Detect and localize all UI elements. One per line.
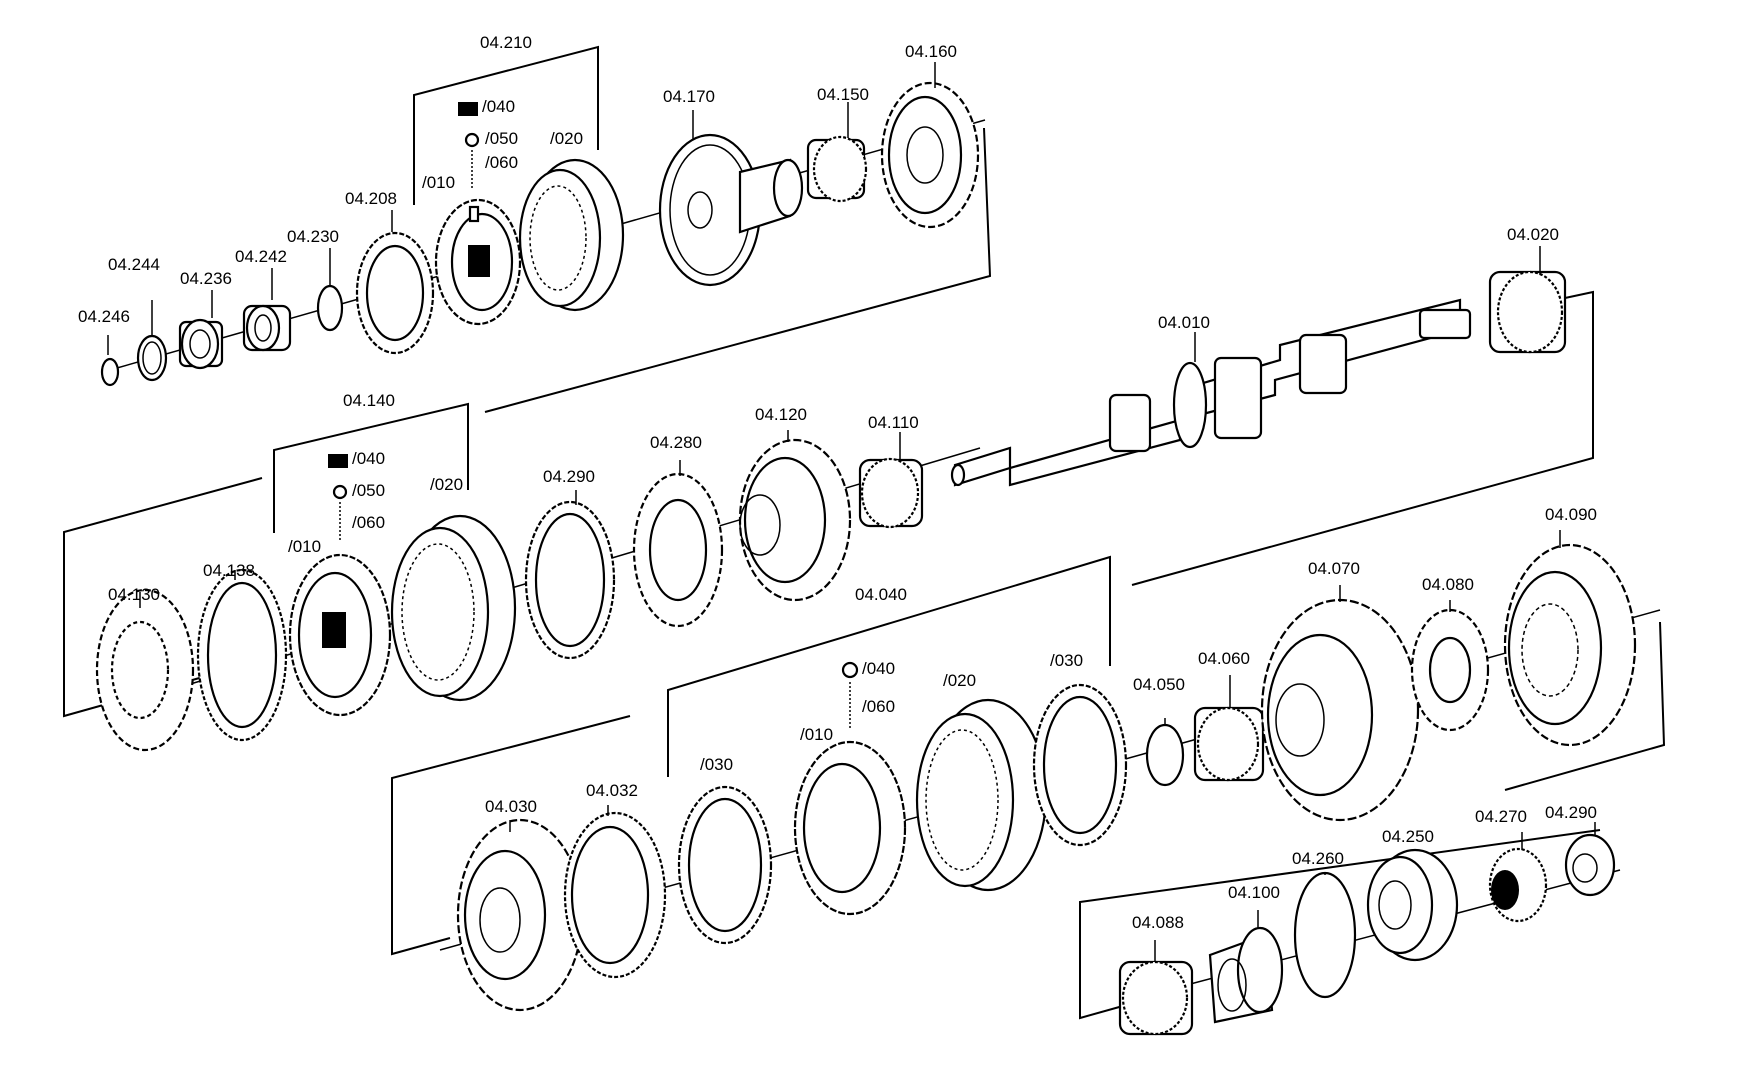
label-04088: 04.088: [1132, 913, 1184, 932]
label-04070: 04.070: [1308, 559, 1360, 578]
part-04050-ring: [1145, 723, 1185, 787]
label-04060: 04.060: [1198, 649, 1250, 668]
label-04170: 04.170: [663, 87, 715, 106]
part-04270-nut: [1488, 847, 1548, 923]
part-04080-gear: [1410, 608, 1490, 732]
label-04110: 04.110: [868, 413, 919, 432]
label-04030: 04.030: [485, 797, 537, 816]
label-04040-060: /060: [862, 697, 895, 716]
label-04010: 04.010: [1158, 313, 1210, 332]
part-04290b-nut: [1564, 833, 1616, 897]
part-04020-bearing: [1488, 270, 1567, 354]
part-04040-030b-ring: [1032, 683, 1128, 847]
label-04270: 04.270: [1475, 807, 1527, 826]
part-04070-gear: [1260, 598, 1420, 822]
middle-row-parts: [95, 438, 924, 752]
part-04290a-ring: [524, 500, 616, 660]
label-04140-040: /040: [352, 449, 385, 468]
lower-row-parts: [456, 543, 1637, 1012]
part-04250-bearing: [1366, 848, 1459, 962]
part-04210-detent: [458, 102, 480, 190]
part-labels: 04.210 04.208 04.230 04.242 04.236 04.24…: [78, 33, 1597, 932]
part-04150-bearing: [806, 135, 868, 203]
label-04290a: 04.290: [543, 467, 595, 486]
part-04170-flange: [658, 133, 804, 287]
part-04138-sync-ring: [196, 568, 288, 742]
label-04140-020: /020: [430, 475, 463, 494]
label-04040-010: /010: [800, 725, 833, 744]
label-04242: 04.242: [235, 247, 287, 266]
part-04280-gear: [632, 472, 724, 628]
part-04110-bearing: [858, 457, 924, 529]
label-04280: 04.280: [650, 433, 702, 452]
label-04040-030b: /030: [1050, 651, 1083, 670]
label-04140-010: /010: [288, 537, 321, 556]
label-04160: 04.160: [905, 42, 957, 61]
label-04120: 04.120: [755, 405, 807, 424]
part-04088-bearing: [1118, 960, 1194, 1036]
part-04140-020-sleeve: [390, 514, 517, 702]
label-04230: 04.230: [287, 227, 339, 246]
part-04030-gear: [456, 818, 584, 1012]
label-04208: 04.208: [345, 189, 397, 208]
part-04140-detent: [328, 454, 348, 540]
bottom-right-parts: [1118, 833, 1616, 1036]
top-row-parts: [100, 81, 980, 387]
label-04210-060: /060: [485, 153, 518, 172]
part-04246-ring: [100, 357, 120, 387]
part-04230-ring: [316, 284, 344, 332]
label-04210-010: /010: [422, 173, 455, 192]
part-04140-010-hub: [288, 553, 392, 717]
label-04140-050: /050: [352, 481, 385, 500]
part-04032-ring: [563, 811, 667, 979]
label-04210: 04.210: [480, 33, 532, 52]
label-04090: 04.090: [1545, 505, 1597, 524]
label-04250: 04.250: [1382, 827, 1434, 846]
part-04208-sync-ring: [355, 231, 435, 355]
label-04140-060: /060: [352, 513, 385, 532]
part-04210-010-hub: [434, 198, 522, 326]
label-04244: 04.244: [108, 255, 160, 274]
label-04032: 04.032: [586, 781, 638, 800]
leader-lines: [107, 62, 1596, 962]
part-04260-ring: [1293, 871, 1357, 999]
label-04040: 04.040: [855, 585, 907, 604]
part-04236-bushing: [178, 318, 224, 370]
label-04100: 04.100: [1228, 883, 1280, 902]
main-shaft-04010: [950, 298, 1472, 487]
part-04100-bushing: [1208, 926, 1284, 1024]
part-04040-detent: [841, 661, 859, 728]
bracket-lines: [63, 45, 1666, 1020]
part-04090-gear: [1503, 543, 1637, 747]
label-04040-040: /040: [862, 659, 895, 678]
label-04210-020: /020: [550, 129, 583, 148]
label-04080: 04.080: [1422, 575, 1474, 594]
part-04120-gear: [738, 438, 852, 602]
part-04242-sleeve: [242, 304, 292, 352]
label-04210-040: /040: [482, 97, 515, 116]
label-04210-050: /050: [485, 129, 518, 148]
label-04260: 04.260: [1292, 849, 1344, 868]
part-04040-030a-ring: [677, 785, 773, 945]
part-04060-bearing: [1193, 706, 1265, 782]
label-04236: 04.236: [180, 269, 232, 288]
label-04150: 04.150: [817, 85, 869, 104]
part-04160-gear: [880, 81, 980, 229]
label-04050: 04.050: [1133, 675, 1185, 694]
label-04130: 04.130: [108, 585, 160, 604]
label-04040-020: /020: [943, 671, 976, 690]
label-04040-030a: /030: [700, 755, 733, 774]
part-04040-010-hub: [793, 740, 907, 916]
part-04130-gear: [95, 588, 195, 752]
part-04040-020-sleeve: [915, 698, 1048, 892]
label-04246: 04.246: [78, 307, 130, 326]
label-04020: 04.020: [1507, 225, 1559, 244]
label-04138: 04.138: [203, 561, 255, 580]
label-04140: 04.140: [343, 391, 395, 410]
part-04210-020-sleeve: [518, 158, 625, 312]
label-04290b: 04.290: [1545, 803, 1597, 822]
